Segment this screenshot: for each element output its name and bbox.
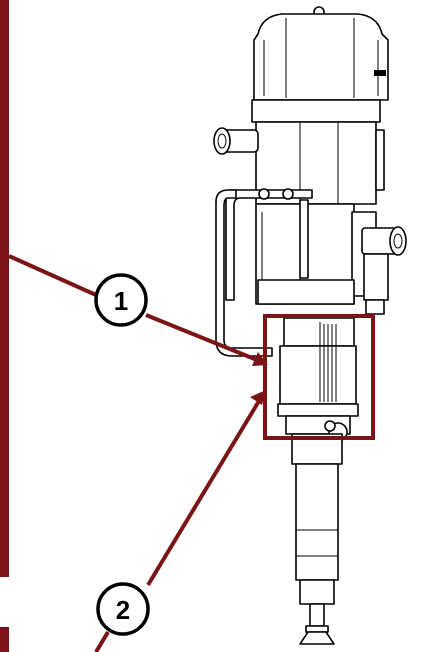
leader-line-2a (146, 394, 264, 587)
highlight-box (263, 314, 375, 440)
air-inlet-left (213, 127, 259, 155)
middle-housing (255, 203, 377, 305)
fluid-outlet-right (361, 226, 407, 315)
left-border-bar-top (0, 0, 9, 577)
lower-cylinder (291, 433, 343, 645)
handle-loop (215, 189, 273, 357)
motor-cap (253, 13, 389, 101)
left-border-bar-bottom (0, 627, 9, 652)
leader-line-1b (145, 313, 263, 364)
callout-overlay: 1 2 (8, 254, 375, 652)
callout-2-label: 2 (116, 595, 130, 625)
motor-body (251, 99, 385, 205)
callout-1: 1 (94, 273, 148, 327)
callout-1-label: 1 (114, 286, 128, 316)
pump-illustration (213, 6, 407, 645)
lower-pump-section (277, 317, 359, 442)
callout-2: 2 (96, 582, 150, 636)
arrowhead-1 (252, 352, 268, 366)
arrowhead-2 (250, 390, 266, 405)
leader-line-2b (94, 630, 110, 652)
leader-line-1a (8, 254, 97, 297)
